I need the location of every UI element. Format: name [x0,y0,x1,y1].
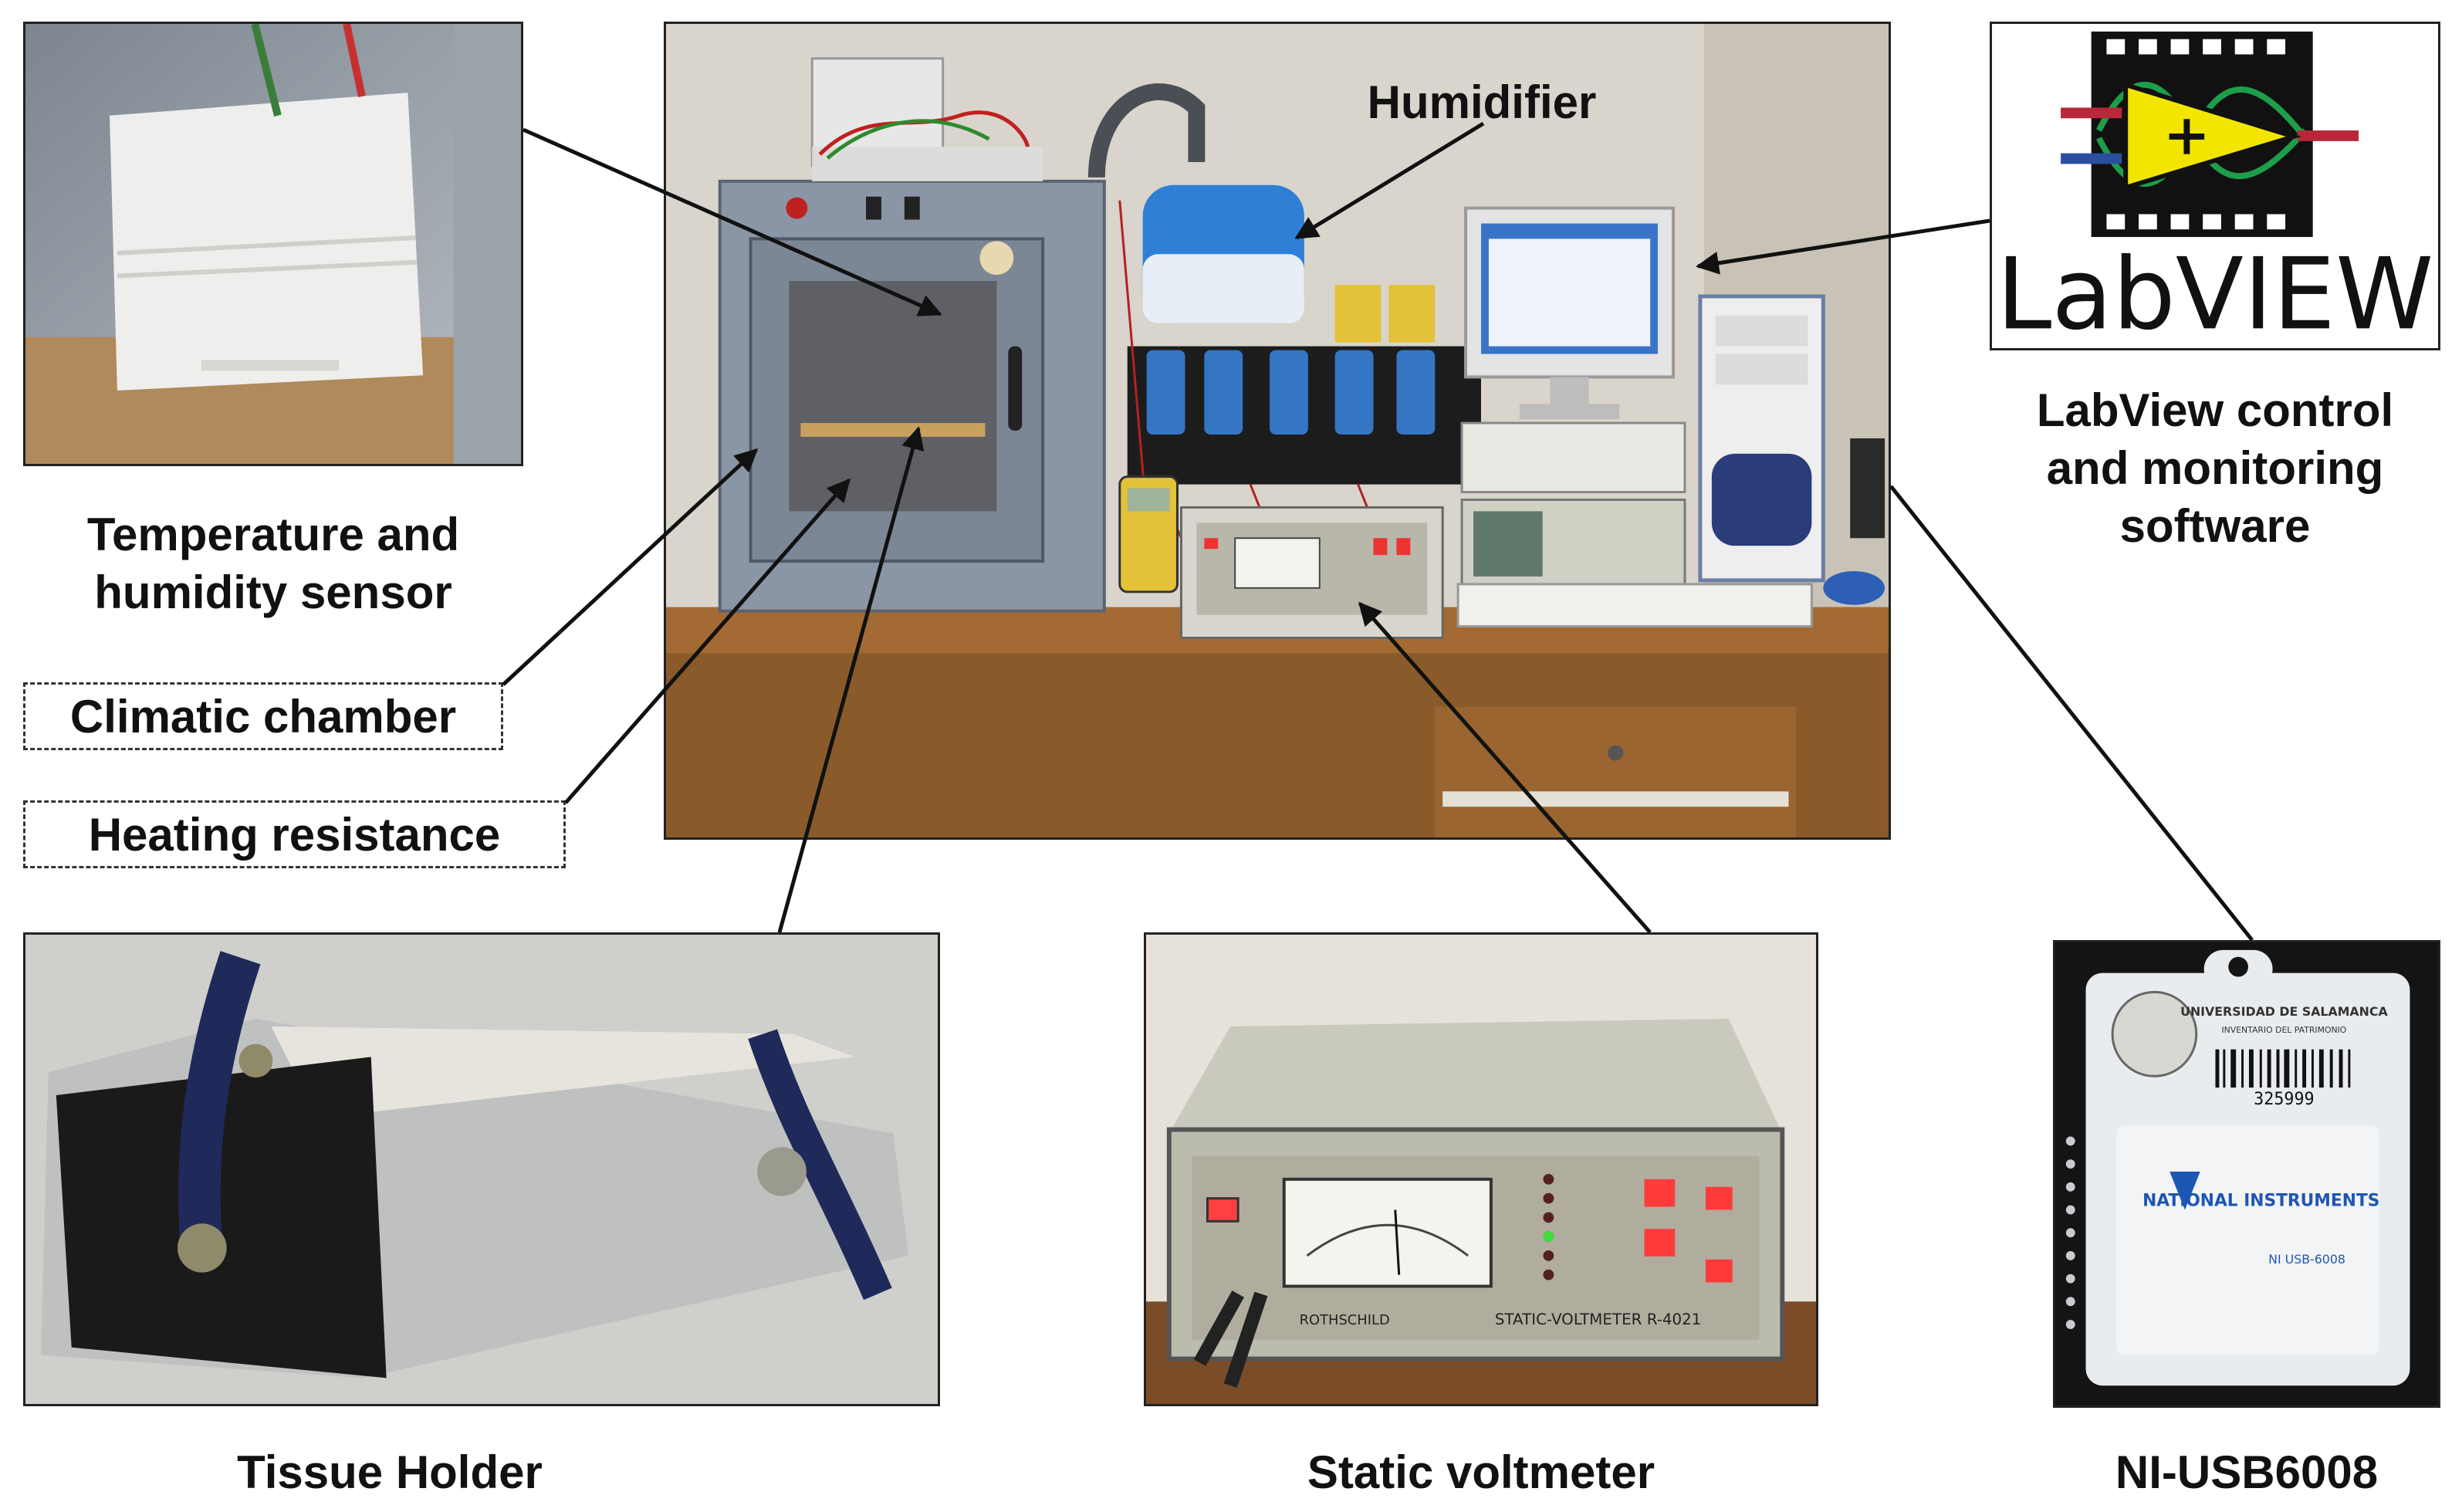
ni-model-text: NI USB-6008 [2268,1252,2345,1267]
lab-setup-image [666,24,1889,837]
tissue-holder-caption: Tissue Holder [237,1446,543,1498]
humidifier-label: Humidifier [1367,76,1597,128]
ni-usb-caption: NI-USB6008 [2115,1446,2379,1498]
heating-resistance-text: Heating resistance [88,808,501,861]
labview-logo: LabVIEW [1997,31,2434,348]
ni-usb-image: UNIVERSIDAD DE SALAMANCA INVENTARIO DEL … [2055,942,2438,1405]
ni-usb-photo: UNIVERSIDAD DE SALAMANCA INVENTARIO DEL … [2053,940,2440,1408]
ni-brand-text: NATIONAL INSTRUMENTS [2142,1192,2379,1211]
tissue-holder-image [25,935,938,1404]
sensor-caption: Temperature and humidity sensor [86,509,460,618]
climatic-chamber-text: Climatic chamber [69,690,457,742]
lab-setup-photo [664,22,1891,840]
static-voltmeter-caption: Static voltmeter [1307,1446,1655,1498]
voltmeter-plate-text: STATIC-VOLTMETER R-4021 [1495,1311,1702,1328]
university-text: UNIVERSIDAD DE SALAMANCA [2180,1004,2388,1019]
sensor-image [25,24,521,464]
tissue-holder-photo [23,932,940,1406]
barcode-number: 325999 [2254,1090,2314,1109]
climatic-chamber-label: Climatic chamber [23,682,503,750]
voltmeter-brand-text: ROTHSCHILD [1300,1312,1390,1328]
static-voltmeter-photo: ROTHSCHILD STATIC-VOLTMETER R-4021 [1144,932,1818,1406]
sensor-photo [23,22,523,466]
heating-resistance-label: Heating resistance [23,800,566,868]
static-voltmeter-image: ROTHSCHILD STATIC-VOLTMETER R-4021 [1146,935,1816,1404]
labview-caption: LabView control and monitoring software [2036,384,2394,552]
labview-logo-box: LabVIEW [1990,22,2440,350]
inventory-text: INVENTARIO DEL PATRIMONIO [2221,1025,2346,1035]
labview-logo-text: LabVIEW [1997,238,2434,348]
